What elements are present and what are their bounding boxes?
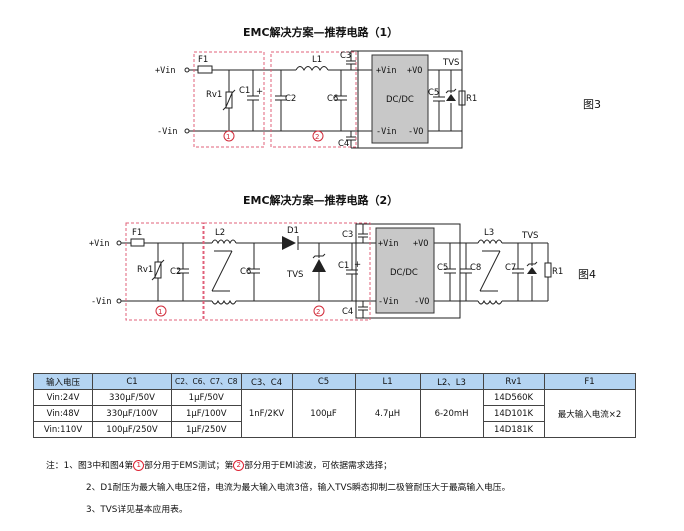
fig4-conv-vin-pos: +Vin <box>378 239 398 249</box>
cell-l2-l3-merged: 6-20mH <box>419 389 484 438</box>
fig4-section1-box <box>125 222 204 321</box>
fig4-conv-vo-pos: +VO <box>413 239 428 249</box>
note-line-2: 2、D1耐压为最大输入电压2倍，电流为最大输入电流3倍，输入TVS瞬态抑制二极管… <box>86 483 511 493</box>
fig3-conv-vin-neg: -Vin <box>376 127 396 137</box>
fig4-circuit: +Vin -Vin F1 Rv1 C2 L2 C6 D1 TVS C1 + C3… <box>89 222 563 321</box>
fig4-c8-label: C8 <box>470 263 481 273</box>
cell-input-voltage: Vin:110V <box>33 421 93 438</box>
note-1-part-c: 部分用于EMI滤波，可依据需求选择； <box>244 461 392 471</box>
fig3-conv-vin-pos: +Vin <box>376 66 396 76</box>
cell-c2: 1μF/50V <box>171 389 242 406</box>
header-c3-c4: C3、C4 <box>240 373 293 390</box>
cell-c1: 330μF/50V <box>92 389 172 406</box>
fig4-c7-label: C7 <box>505 263 516 273</box>
fig3-rv1-label: Rv1 <box>206 90 222 100</box>
fig3-f1-label: F1 <box>198 55 208 65</box>
fig4-f1-label: F1 <box>132 228 142 238</box>
fig4-c4-label: C4 <box>342 307 353 317</box>
parameter-table: 输入电压 C1 C2、C6、C7、C8 C3、C4 C5 L1 L2、L3 Rv… <box>33 373 636 438</box>
table-row: Vin:24V 330μF/50V 1μF/50V 1nF/2KV 100μF … <box>33 389 636 438</box>
header-input-voltage: 输入电压 <box>33 373 93 390</box>
fig4-label: 图4 <box>578 268 596 281</box>
cell-c2: 1μF/100V <box>171 405 242 422</box>
fig4-conv-vo-neg: -VO <box>414 297 429 307</box>
fig3-c1-label: C1 <box>239 86 250 96</box>
note-1-part-a: 注：1、图3中和图4第 <box>46 461 134 471</box>
fig4-section2-box <box>203 222 371 321</box>
table-header-row: 输入电压 C1 C2、C6、C7、C8 C3、C4 C5 L1 L2、L3 Rv… <box>33 373 636 390</box>
fig3-c1-plus: + <box>256 87 263 97</box>
note-circle-2: 2 <box>233 460 245 471</box>
cell-input-voltage: Vin:48V <box>33 405 93 422</box>
fig4-c1-label: C1 <box>338 261 349 271</box>
cell-rv1: 14D560K <box>482 389 545 406</box>
cell-f1-merged: 最大输入电流×2 <box>543 389 636 438</box>
fig4-vin-pos-label: +Vin <box>89 239 109 249</box>
fig3-c4-label: C4 <box>338 139 349 149</box>
fig3-tvs-label: TVS <box>442 58 459 68</box>
cell-c1: 100μF/250V <box>92 421 172 438</box>
fig3-section1-number: 1 <box>226 133 230 141</box>
cell-rv1: 14D101K <box>482 405 545 422</box>
fig3-c3-label: C3 <box>340 51 351 61</box>
fig3-c5-label: C5 <box>428 88 439 98</box>
fig3-vin-pos-label: +Vin <box>155 66 175 76</box>
fig4-section1-number: 1 <box>158 308 162 316</box>
fig3-dcdc-converter <box>371 54 429 144</box>
header-l1: L1 <box>354 373 421 390</box>
fig3-circuit: +Vin -Vin F1 Rv1 C1 + C2 L1 C3 C6 C4 +Vi… <box>155 50 477 149</box>
fig4-tvs-label: TVS <box>286 270 303 280</box>
fig3-l1-label: L1 <box>312 55 322 65</box>
cell-c1: 330μF/100V <box>92 405 172 422</box>
fig3-conv-name: DC/DC <box>386 95 414 105</box>
fig3-vin-neg-label: -Vin <box>157 127 177 137</box>
fig4-c1-plus: + <box>354 260 361 270</box>
header-rv1: Rv1 <box>482 373 545 390</box>
fig3-c6-label: C6 <box>327 94 338 104</box>
fig3-r1-label: R1 <box>466 94 477 104</box>
cell-c2: 1μF/250V <box>171 421 242 438</box>
header-c5: C5 <box>291 373 356 390</box>
fig4-vin-neg-label: -Vin <box>91 297 111 307</box>
fig4-conv-vin-neg: -Vin <box>378 297 398 307</box>
note-line-3: 3、TVS详见基本应用表。 <box>86 505 188 515</box>
header-l2-l3: L2、L3 <box>419 373 484 390</box>
fig4-section2-number: 2 <box>316 308 320 316</box>
header-c1: C1 <box>92 373 172 390</box>
fig3-section2-number: 2 <box>315 133 319 141</box>
table-row: Vin:48V 330μF/100V 1μF/100V 14D101K <box>33 405 636 422</box>
fig3-conv-vo-neg: -VO <box>408 127 423 137</box>
fig4-l2-label: L2 <box>215 228 225 238</box>
fig4-rv1-label: Rv1 <box>137 265 153 275</box>
fig3-title: EMC解决方案—推荐电路（1） <box>243 26 399 39</box>
cell-l1-merged: 4.7μH <box>354 389 421 438</box>
note-1-part-b: 部分用于EMS测试；第 <box>144 461 234 471</box>
note-circle-1: 1 <box>133 460 145 471</box>
cell-c3-c4-merged: 1nF/2KV <box>240 389 293 438</box>
fig3-c2-label: C2 <box>285 94 296 104</box>
fig4-conv-name: DC/DC <box>390 268 418 278</box>
fig4-c2-label: C2 <box>170 267 181 277</box>
fig4-tvs2-label: TVS <box>521 231 538 241</box>
fig3-section2-box <box>270 51 357 148</box>
cell-rv1: 14D181K <box>482 421 545 438</box>
fig4-r1-label: R1 <box>552 267 563 277</box>
fig3-label: 图3 <box>583 98 601 111</box>
cell-input-voltage: Vin:24V <box>33 389 93 406</box>
table-row: Vin:110V 100μF/250V 1μF/250V 14D181K <box>33 421 636 438</box>
header-f1: F1 <box>543 373 636 390</box>
header-c2-c6-c7-c8: C2、C6、C7、C8 <box>171 373 242 390</box>
fig3-conv-vo-pos: +VO <box>407 66 422 76</box>
cell-c5-merged: 100μF <box>291 389 356 438</box>
fig3-section1-box <box>193 51 265 148</box>
fig4-title: EMC解决方案—推荐电路（2） <box>243 194 399 207</box>
fig4-d1-label: D1 <box>287 226 299 236</box>
fig4-dcdc-converter <box>375 227 435 314</box>
fig4-l3-label: L3 <box>484 228 494 238</box>
fig4-c6-label: C6 <box>240 267 251 277</box>
fig4-c3-label: C3 <box>342 230 353 240</box>
fig4-c5-label: C5 <box>437 263 448 273</box>
